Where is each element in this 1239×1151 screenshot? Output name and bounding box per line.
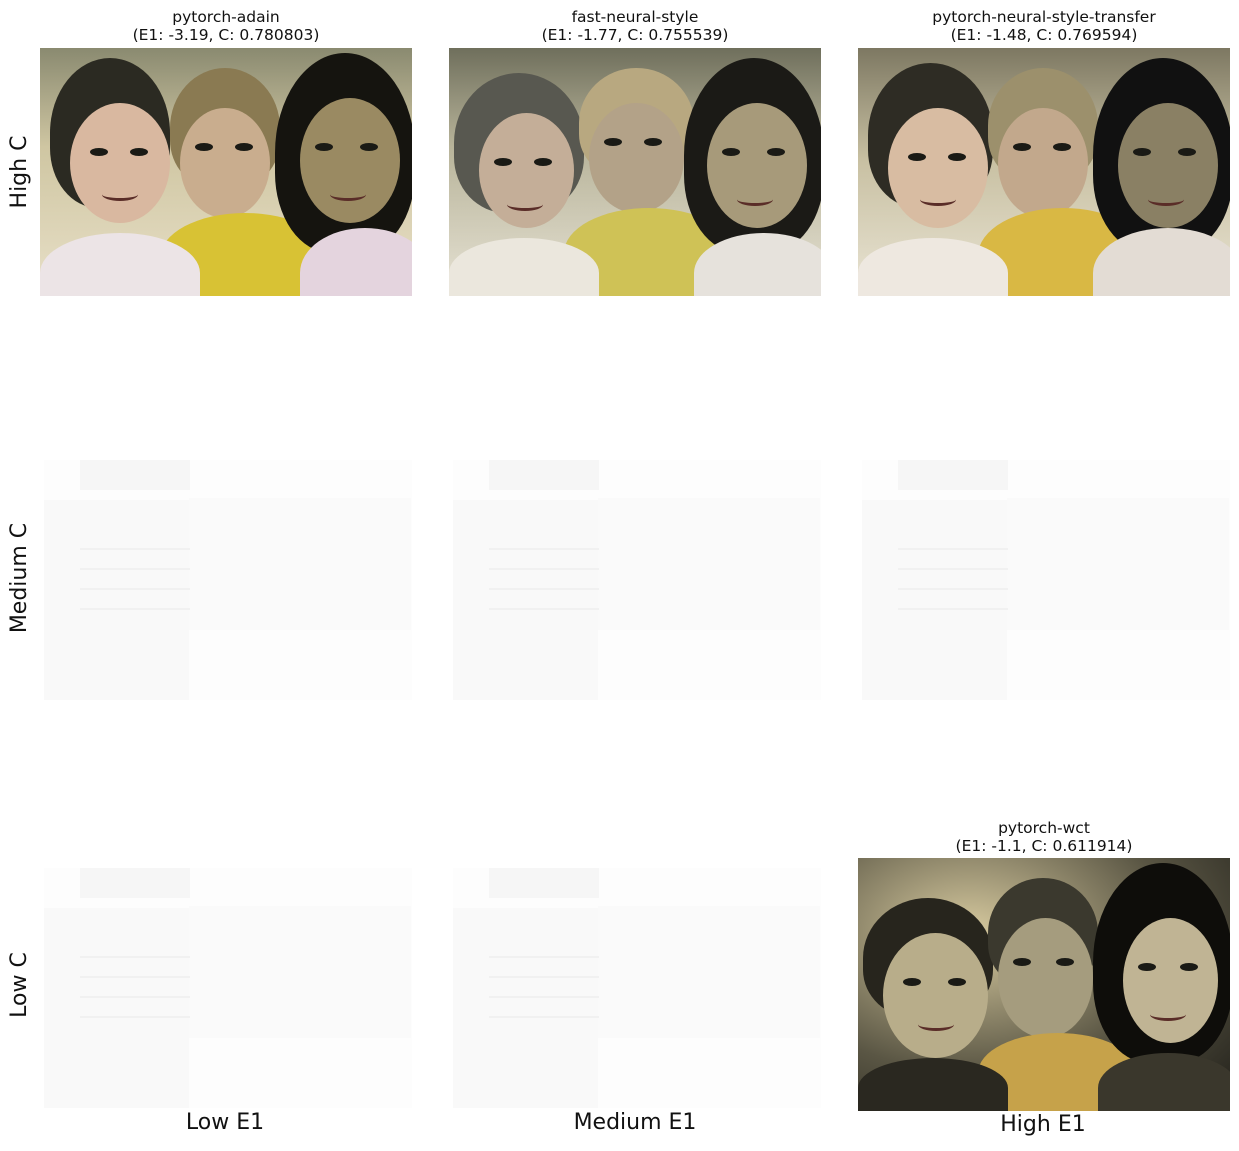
panel-title-scores: (E1: -1.1, C: 0.611914) — [955, 837, 1133, 855]
panel-title-method: pytorch-wct — [998, 819, 1090, 837]
panel-title-method: fast-neural-style — [571, 8, 699, 26]
row-label-medium-c: Medium C — [7, 522, 32, 634]
col-label-low-e1: Low E1 — [185, 1110, 265, 1135]
empty-panel-medium-c-high-e1 — [862, 460, 1230, 700]
panel-title-scores: (E1: -1.48, C: 0.769594) — [950, 26, 1138, 44]
col-label-medium-e1: Medium E1 — [573, 1110, 697, 1135]
row-label-high-c: High C — [7, 135, 32, 209]
panel-title-scores: (E1: -3.19, C: 0.780803) — [132, 26, 320, 44]
empty-panel-low-c-medium-e1 — [453, 868, 821, 1108]
stylized-image-fast-neural-style — [449, 48, 821, 296]
stylized-image-pytorch-adain — [40, 48, 412, 296]
row-label-low-c: Low C — [7, 952, 32, 1018]
panel-title-scores: (E1: -1.77, C: 0.755539) — [541, 26, 729, 44]
panel-title-method: pytorch-adain — [172, 8, 280, 26]
panel-title-pytorch-neural-style-transfer: pytorch-neural-style-transfer (E1: -1.48… — [844, 8, 1239, 44]
stylized-image-pytorch-neural-style-transfer — [858, 48, 1230, 296]
panel-title-pytorch-wct: pytorch-wct (E1: -1.1, C: 0.611914) — [844, 819, 1239, 855]
stylized-image-pytorch-wct — [858, 858, 1230, 1111]
empty-panel-low-c-low-e1 — [44, 868, 412, 1108]
empty-panel-medium-c-medium-e1 — [453, 460, 821, 700]
col-label-high-e1: High E1 — [1000, 1112, 1086, 1137]
panel-title-method: pytorch-neural-style-transfer — [932, 8, 1156, 26]
empty-panel-medium-c-low-e1 — [44, 460, 412, 700]
panel-title-pytorch-adain: pytorch-adain (E1: -3.19, C: 0.780803) — [26, 8, 426, 44]
panel-title-fast-neural-style: fast-neural-style (E1: -1.77, C: 0.75553… — [435, 8, 835, 44]
